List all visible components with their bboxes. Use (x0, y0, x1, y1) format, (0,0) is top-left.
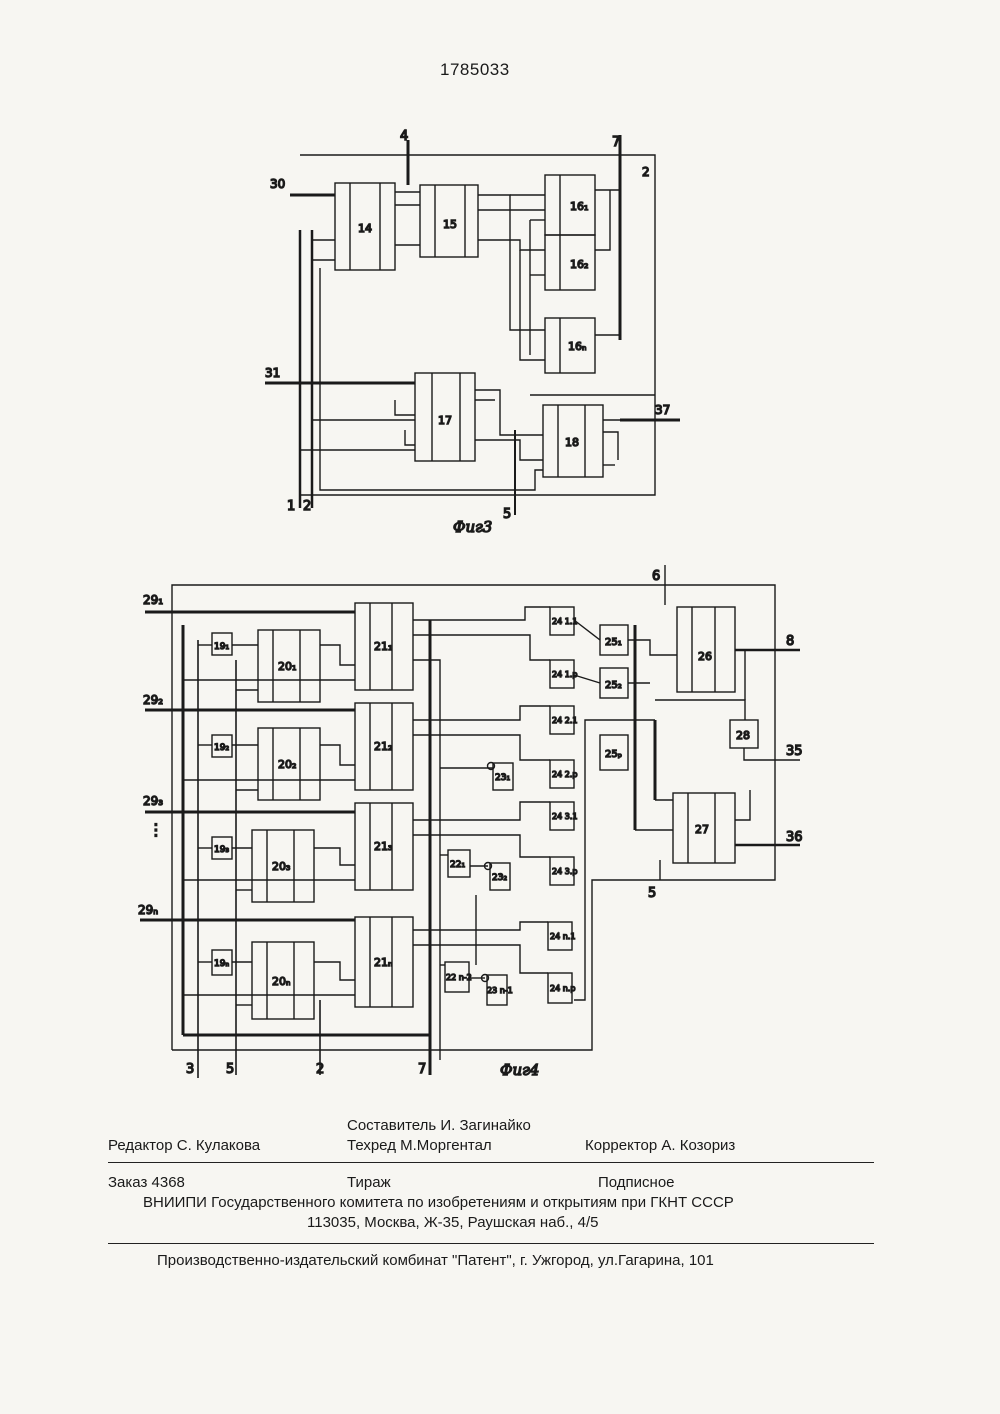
fig4-label-24-2-p: 24 2.p (552, 770, 577, 779)
fig4-label-22-1: 22₁ (450, 860, 465, 870)
fig4-terminal-7: 7 (418, 1062, 426, 1077)
org-line-1: ВНИИПИ Государственного комитета по изоб… (143, 1194, 734, 1211)
fig4-frame (172, 585, 775, 1050)
fig4 (140, 565, 800, 1078)
fig4-terminal-6: 6 (652, 569, 660, 584)
fig3-input-30: 30 (270, 177, 285, 191)
fig4-label-25-1: 25₁ (605, 637, 622, 648)
fig4-output-36: 36 (786, 830, 803, 845)
fig4-terminal-2: 2 (316, 1062, 324, 1077)
fig4-label-21-n: 21ₙ (374, 956, 392, 969)
fig4-label-24-2-1: 24 2.1 (552, 716, 577, 725)
org-line-2: 113035, Москва, Ж-35, Раушская наб., 4/5 (307, 1214, 599, 1231)
fig4-terminal-5-right: 5 (648, 886, 656, 901)
fig4-label-19-3: 19₃ (214, 845, 229, 855)
editor-line: Редактор С. Кулакова (108, 1137, 260, 1154)
fig4-label-23-n-1: 23 n-1 (487, 986, 513, 995)
fig3-label-16-1: 16₁ (570, 200, 588, 213)
fig3-label-15: 15 (443, 218, 457, 231)
fig3-label-18: 18 (565, 436, 579, 449)
fig3-label-17: 17 (438, 414, 452, 427)
fig4-label-20-2: 20₂ (278, 758, 296, 771)
fig4-label-19-n: 19ₙ (214, 959, 229, 969)
fig4-label-24-3-p: 24 3.p (552, 867, 577, 876)
subscription-line: Подписное (598, 1174, 675, 1191)
fig4-label-20-1: 20₁ (278, 660, 296, 673)
compiler-line: Составитель И. Загинайко (347, 1117, 531, 1134)
fig4-label-24-1-p: 24 1.p (552, 670, 577, 679)
fig3-terminal-5: 5 (503, 507, 511, 522)
fig4-label-19-1: 19₁ (214, 642, 229, 652)
fig3-output-37: 37 (655, 403, 670, 417)
fig4-label-24-3-1: 24 3.1 (552, 812, 577, 821)
fig4-label-25-p: 25ₚ (605, 749, 622, 760)
fig4-label-20-3: 20₃ (272, 860, 290, 873)
fig3-label-16-2: 16₂ (570, 258, 588, 271)
fig4-label-22-n-2: 22 n-2 (446, 973, 472, 982)
fig4-label-21-3: 21₃ (374, 840, 392, 853)
fig3-label-16-n: 16ₙ (568, 340, 586, 353)
fig4-output-35: 35 (786, 744, 803, 759)
corrector-line: Корректор А. Козориз (585, 1137, 735, 1154)
fig4-input-29-3: 29₃ (143, 794, 163, 808)
fig3-label-14: 14 (358, 222, 372, 235)
fig4-label-23-1: 23₁ (495, 773, 510, 783)
fig4-label-28: 28 (736, 729, 750, 742)
fig3-terminal-7: 7 (612, 135, 620, 150)
fig3-terminal-1: 1 (287, 499, 295, 514)
fig4-input-29-2: 29₂ (143, 693, 163, 707)
divider-top (108, 1162, 874, 1163)
fig4-label-21-1: 21₁ (374, 640, 392, 653)
fig3-input-31: 31 (265, 366, 280, 380)
fig4-label-26: 26 (698, 650, 712, 663)
fig4-terminal-5-bottom: 5 (226, 1062, 234, 1077)
fig3-terminal-2: 2 (642, 165, 650, 179)
fig4-output-8: 8 (786, 634, 794, 649)
fig4-input-29-n: 29ₙ (138, 903, 158, 917)
techred-line: Техред М.Моргентал (347, 1137, 492, 1154)
schematic-drawing: 4 7 2 30 31 37 1 2 5 14 15 16₁ 16₂ 16ₙ 1… (0, 0, 1000, 1100)
fig4-terminal-3: 3 (186, 1062, 194, 1077)
fig3-caption: Фиг3 (453, 518, 492, 536)
fig4-caption: Фиг4 (500, 1061, 539, 1079)
fig4-vertical-dots: ⋮ (148, 820, 164, 839)
printer-line: Производственно-издательский комбинат "П… (157, 1252, 714, 1269)
circulation-line: Тираж (347, 1174, 391, 1191)
fig4-input-29-1: 29₁ (143, 593, 163, 607)
fig4-label-23-2: 23₂ (492, 873, 507, 883)
order-line: Заказ 4368 (108, 1174, 185, 1191)
fig3-terminal-4: 4 (400, 129, 408, 144)
divider-bottom (108, 1243, 874, 1244)
fig4-label-27: 27 (695, 823, 709, 836)
fig4-label-19-2: 19₂ (214, 743, 229, 753)
fig3-terminal-2-bottom: 2 (303, 499, 311, 514)
fig3 (265, 135, 680, 515)
fig4-label-25-2: 25₂ (605, 680, 622, 691)
fig4-label-24-n-1: 24 n.1 (550, 932, 575, 941)
fig4-label-21-2: 21₂ (374, 740, 392, 753)
fig4-label-20-n: 20ₙ (272, 975, 290, 988)
fig4-label-24-1-1: 24 1.1 (552, 617, 577, 626)
fig4-label-24-n-p: 24 n.p (550, 984, 575, 993)
